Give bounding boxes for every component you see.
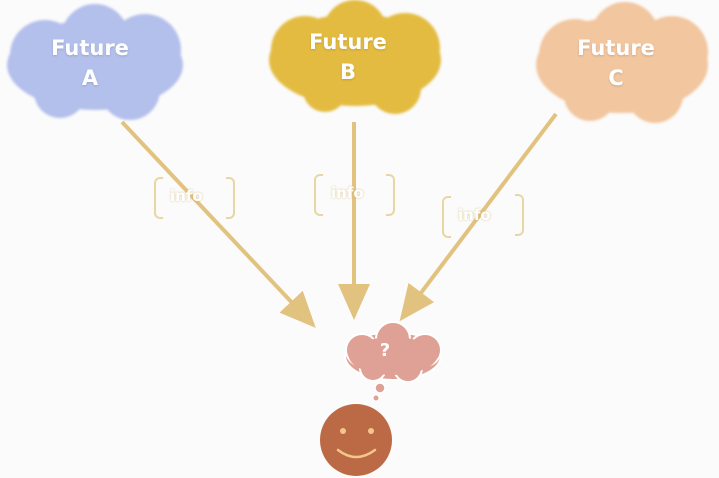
future-c-cloud [536, 2, 708, 123]
smiley-face [320, 404, 392, 476]
info-b-bracket-right [386, 174, 395, 216]
info-c-bracket-left [442, 196, 451, 238]
info-tag-b: info [331, 184, 364, 202]
arrow-from-future-c [399, 112, 558, 322]
future-b-cloud [269, 0, 441, 114]
future-a-word: Future [51, 36, 129, 60]
question-mark: ? [379, 340, 391, 361]
future-a-letter: A [81, 66, 99, 90]
info-a-bracket-left [154, 177, 163, 219]
thought-bubble [344, 321, 442, 402]
info-tag-c: info [458, 206, 491, 224]
future-c-label: Future C [571, 33, 661, 93]
info-a-bracket-right [226, 177, 235, 219]
future-a-label: Future A [45, 33, 135, 93]
future-c-letter: C [608, 66, 624, 90]
future-a-cloud [7, 4, 183, 120]
future-b-letter: B [339, 60, 356, 84]
future-b-word: Future [309, 30, 387, 54]
arrow-from-future-a [120, 120, 316, 328]
future-c-word: Future [577, 36, 655, 60]
info-b-bracket-left [314, 174, 323, 216]
info-tag-a: info [170, 187, 203, 205]
future-b-label: Future B [303, 27, 393, 87]
info-c-bracket-right [515, 194, 524, 236]
